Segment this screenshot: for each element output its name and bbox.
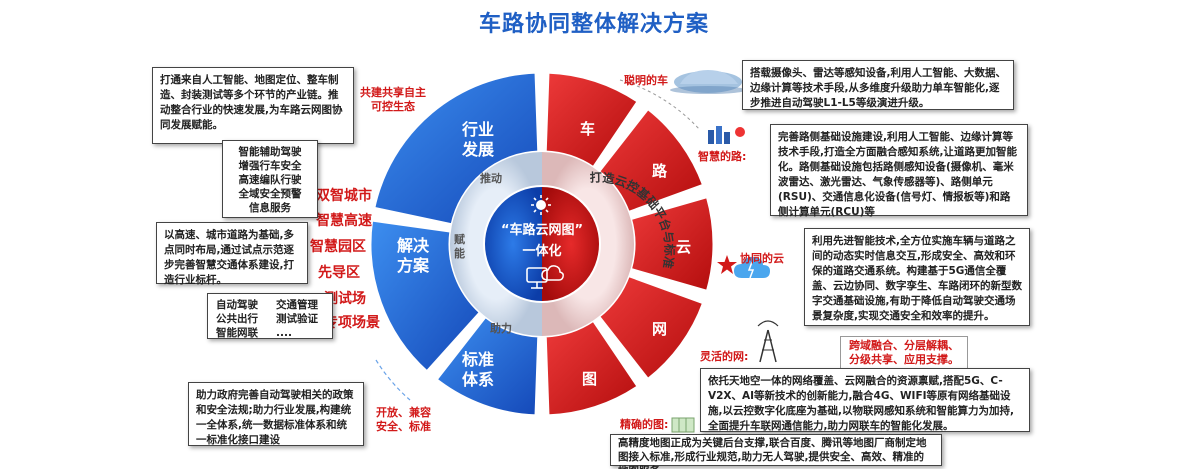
segment-solution: 解决方案 [396,236,429,275]
page-title: 车路协同整体解决方案 [478,12,709,37]
segment-cloud: 云 [676,238,692,256]
tower-icon [757,320,779,363]
cloud-box: 利用先进智能技术,全方位实施车辆与道路之间的动态实时信息交互,形成安全、高效和环… [804,228,1030,326]
cloud-icon [734,256,770,279]
map-icon [671,417,695,433]
scene-dual-smart-city: 双智城市 [316,188,372,204]
network-tag-box: 跨域融合、分层解耦、分级共享、应用支撑。 [840,336,968,370]
sun-icon [531,195,551,215]
segment-standard: 标准体系 [461,350,494,389]
road-box: 完善路侧基础设施建设,利用人工智能、边缘计算等技术手段,打造全方面融合感知系统,… [770,124,1028,218]
ring-label-push: 推动 [480,172,502,185]
inner-right [542,186,600,302]
outer-ring-left [368,70,541,418]
center-title: “车路云网图” [500,223,584,238]
scene-smart-highway: 智慧高速 [316,213,372,229]
solution-box: 以高速、城市道路为基础,多点同时布局,通过试点示范逐步完善智慧交通体系建设,打造… [156,222,308,286]
open-label: 开放、兼容安全、标准 [376,406,431,433]
car-label: 聪明的车 [624,74,668,87]
smart-road-icon [708,126,745,144]
ring-label-empower: 赋能 [454,233,465,260]
map-box: 高精度地图正成为关键后台支撑,联合百度、腾讯等地图厂商制定地图接入标准,形成行业… [610,434,942,469]
segment-shape-standard [434,314,541,418]
car-box: 搭载摄像头、雷达等感知设备,利用人工智能、大数据、边缘计算等技术手段,从多维度升… [742,60,1014,110]
ring-label-assist: 助力 [490,322,512,335]
smart-car-icon [670,70,746,94]
scene-test-field: 测试场 [324,291,366,307]
scene-smart-park: 智慧园区 [310,239,366,255]
network-label: 灵活的网: [700,350,749,363]
scene-special: 专项场景 [324,315,380,331]
monitor-cloud-icon [526,265,564,289]
segment-road: 路 [652,162,668,180]
middle-ring [450,152,634,336]
scene-pilot-zone: 先导区 [318,265,360,281]
middle-ring-left [450,152,542,336]
industry-box: 打通来自人工智能、地图定位、整车制造、封装测试等多个环节的产业链。推动整合行业的… [152,67,354,144]
segment-network: 网 [652,320,668,338]
map-label: 精确的图: [620,418,669,431]
center-subtitle: 一体化 [522,244,562,259]
svg-text:打造云控基础平台与标准: 打造云控基础平台与标准 [590,169,678,269]
functions-box: 智能辅助驾驶 增强行车安全 高速编队行驶 全域安全预警 信息服务 [222,140,318,218]
network-box: 依托天地空一体的网络覆盖、云网融合的资源禀赋,搭配5G、C-V2X、AI等新技术… [700,368,1030,432]
segment-car: 车 [580,120,596,138]
middle-ring-right [542,152,634,336]
segment-industry: 行业发展 [461,120,494,159]
eco-label: 共建共享自主可控生态 [360,86,426,113]
standard-box: 助力政府完善自动驾驶相关的政策和安全法规;助力行业发展,构建统一全体系,统一数据… [188,382,364,446]
cloud-label: 协同的云 [740,252,784,265]
segment-map: 图 [582,370,598,388]
inner-outline [483,185,601,303]
apps-box: 自动驾驶交通管理 公共出行测试验证 智能网联.... [207,293,333,339]
star-icon [717,255,737,274]
road-label: 智慧的路: [698,150,747,163]
